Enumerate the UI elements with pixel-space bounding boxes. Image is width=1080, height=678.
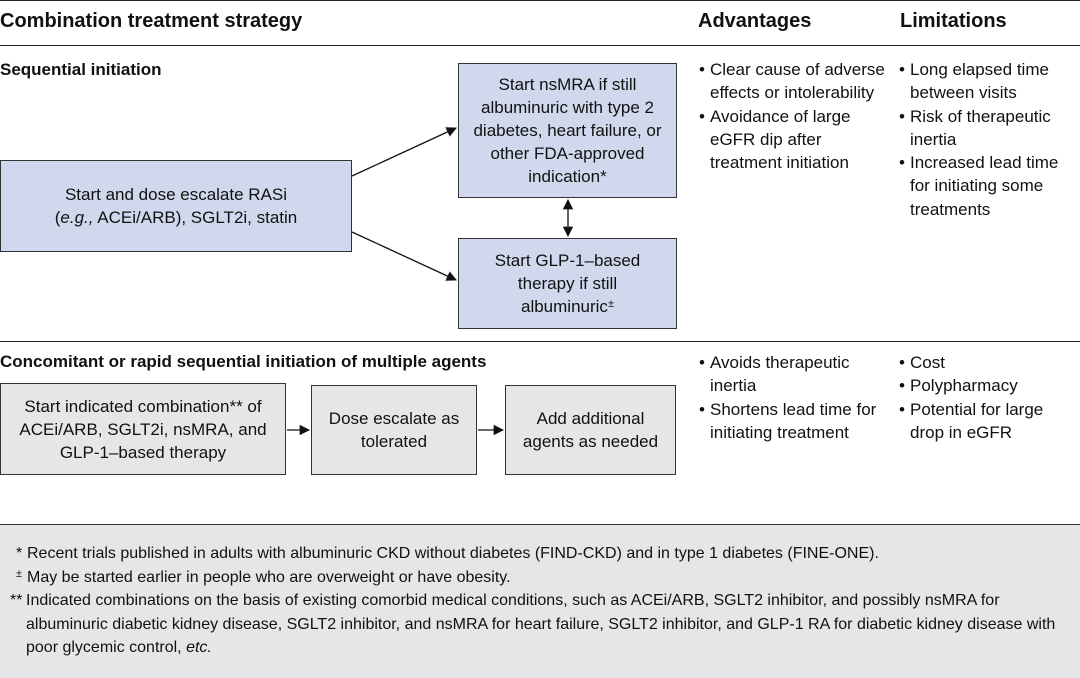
add-agents-text: Add additional agents as needed	[522, 409, 659, 451]
footnote-3-mark: **	[10, 592, 23, 609]
add-agents-box: Add additional agents as needed	[505, 385, 676, 475]
combination-box: Start indicated combination** of ACEi/AR…	[0, 383, 286, 475]
footnote-2: ± May be started earlier in people who ar…	[16, 566, 1080, 590]
footnote-1-text: Recent trials published in adults with a…	[27, 545, 879, 562]
header-limitations: Limitations	[900, 10, 1007, 32]
list-item: Risk of therapeutic inertia	[899, 105, 1080, 152]
footnote-3: **Indicated combinations on the basis of…	[10, 589, 1080, 660]
footnote-3-etc: etc.	[186, 639, 212, 656]
top-rule	[0, 0, 1080, 1]
header-rule	[0, 45, 1080, 46]
footnote-1: *Recent trials published in adults with …	[16, 542, 1080, 566]
header-advantages: Advantages	[698, 10, 812, 32]
dose-escalate-box: Dose escalate as tolerated	[311, 385, 477, 475]
dose-escalate-text: Dose escalate as tolerated	[328, 409, 460, 451]
nsmra-text: Start nsMRA if still albuminuric with ty…	[473, 75, 662, 186]
sequential-advantages: Clear cause of adverse effects or intole…	[699, 58, 889, 174]
arrow-to-glp1	[351, 231, 457, 281]
sequential-limitations: Long elapsed time between visits Risk of…	[899, 58, 1080, 221]
footnotes: *Recent trials published in adults with …	[0, 524, 1080, 678]
concomitant-limitations: Cost Polypharmacy Potential for large dr…	[899, 351, 1080, 444]
list-item: Cost	[899, 351, 1080, 375]
concomitant-advantages: Avoids therapeutic inertia Shortens lead…	[699, 351, 889, 444]
list-item: Polypharmacy	[899, 374, 1080, 398]
start-rasi-eg: e.g.,	[60, 208, 94, 227]
combination-text: Start indicated combination** of ACEi/AR…	[19, 396, 267, 462]
footnote-3-text: Indicated combinations on the basis of e…	[26, 592, 1056, 656]
start-rasi-line1: Start and dose escalate RASi	[64, 185, 288, 204]
list-item: Avoids therapeutic inertia	[699, 351, 889, 398]
footnote-2-mark: ±	[16, 567, 23, 580]
sequential-title: Sequential initiation	[0, 60, 162, 79]
concomitant-title: Concomitant or rapid sequential initiati…	[0, 352, 487, 371]
nsmra-box: Start nsMRA if still albuminuric with ty…	[458, 63, 677, 198]
glp1-text: Start GLP-1–based therapy if still album…	[494, 251, 641, 316]
list-item: Shortens lead time for initiating treatm…	[699, 398, 889, 445]
footnote-2-text: May be started earlier in people who are…	[27, 568, 511, 586]
glp1-box: Start GLP-1–based therapy if still album…	[458, 238, 677, 329]
list-item: Avoidance of large eGFR dip after treatm…	[699, 105, 889, 175]
footnote-1-mark: *	[16, 545, 23, 562]
list-item: Clear cause of adverse effects or intole…	[699, 58, 889, 105]
header-strategy: Combination treatment strategy	[0, 10, 303, 32]
arrow-to-nsmra	[351, 127, 457, 177]
start-rasi-box: Start and dose escalate RASi (e.g., ACEi…	[0, 160, 352, 252]
start-rasi-line2: ACEi/ARB), SGLT2i, statin	[93, 208, 298, 227]
section-rule	[0, 341, 1080, 342]
list-item: Long elapsed time between visits	[899, 58, 1080, 105]
list-item: Potential for large drop in eGFR	[899, 398, 1080, 445]
glp1-mark: ±	[607, 298, 614, 310]
list-item: Increased lead time for initiating some …	[899, 151, 1080, 221]
